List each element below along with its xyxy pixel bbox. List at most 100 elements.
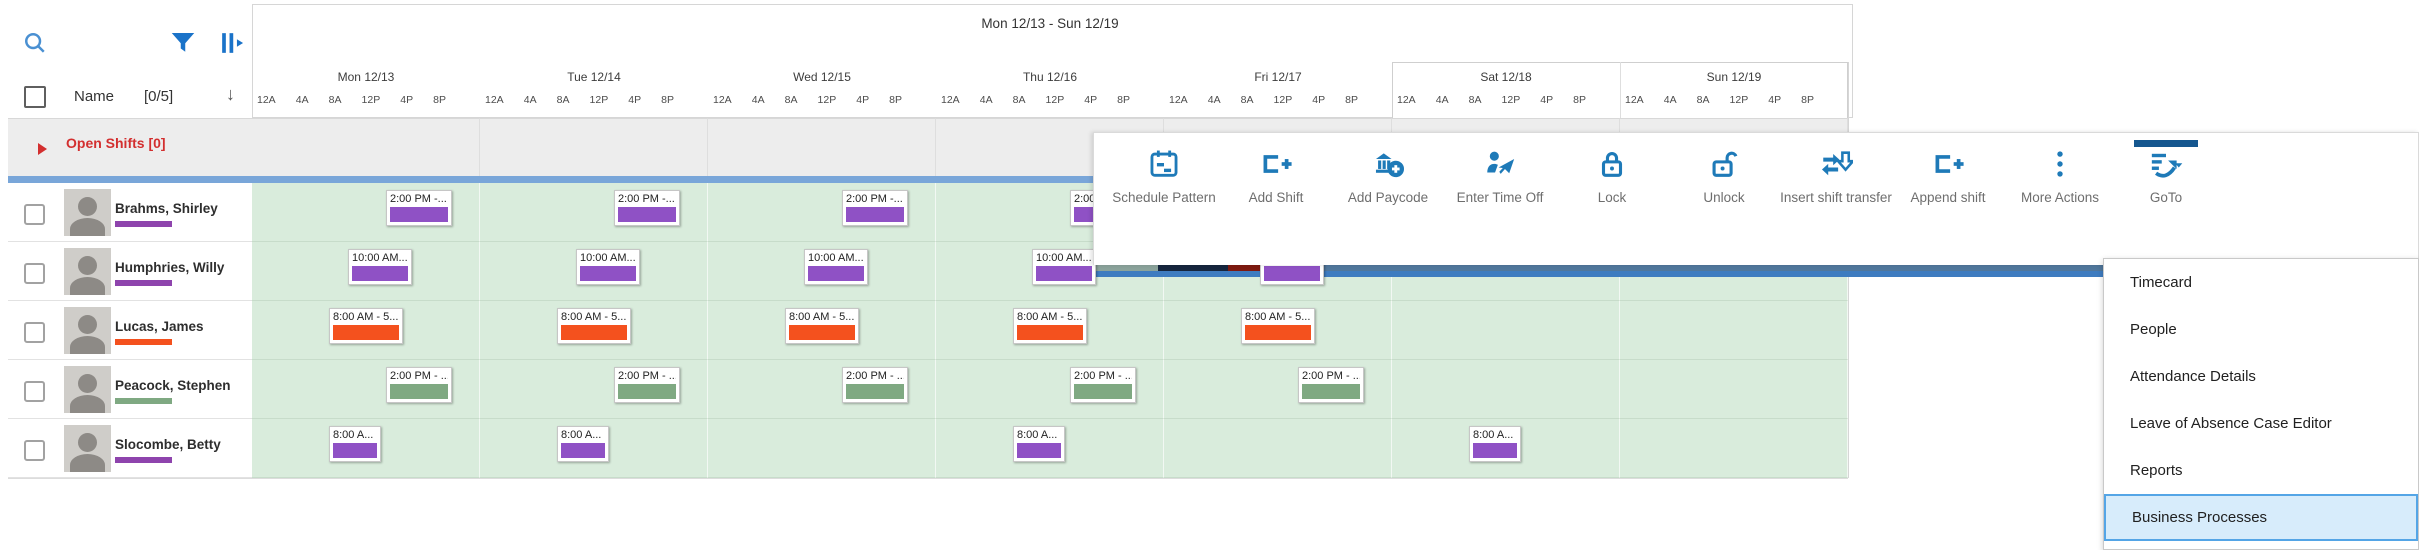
shift-chip[interactable]: 8:00 A...	[557, 426, 609, 462]
shift-chip[interactable]: 8:00 A...	[1469, 426, 1521, 462]
shift-chip[interactable]: 2:00 PM -...	[386, 190, 452, 226]
expand-columns-icon[interactable]	[216, 28, 248, 58]
schedule-cell[interactable]	[1620, 301, 1848, 360]
employee-checkbox[interactable]	[24, 204, 45, 225]
hour-tick-label: 8A	[328, 94, 342, 106]
shift-chip[interactable]: 2:00 PM - ...	[614, 367, 680, 403]
goto-menu-item-attendance-details[interactable]: Attendance Details	[2130, 368, 2256, 385]
employee-row-header[interactable]: Slocombe, Betty	[8, 419, 252, 478]
shift-time-label: 2:00 PM - ...	[390, 370, 448, 382]
schedule-cell[interactable]	[1392, 301, 1620, 360]
open-shifts-cell[interactable]	[480, 118, 708, 176]
employee-checkbox[interactable]	[24, 440, 45, 461]
shift-color-bar	[618, 384, 676, 399]
employee-row-header[interactable]: Brahms, Shirley	[8, 183, 252, 242]
sort-arrow-down-icon[interactable]: ↓	[226, 84, 235, 104]
toolbar-button-goto[interactable]: GoTo	[2116, 133, 2216, 206]
employee-row-header[interactable]: Peacock, Stephen	[8, 360, 252, 419]
shift-chip[interactable]: 2:00 PM - ...	[1298, 367, 1364, 403]
shift-chip[interactable]: 2:00 PM - ...	[1070, 367, 1136, 403]
shift-chip[interactable]: 2:00 PM - ...	[842, 367, 908, 403]
schedule-cell[interactable]	[708, 419, 936, 478]
hour-tick-label: 12A	[1169, 94, 1188, 106]
shift-time-label: 2:00 PM - ...	[1302, 370, 1360, 382]
shift-time-label: 8:00 AM - 5...	[333, 311, 399, 323]
schedule-cell[interactable]	[1164, 419, 1392, 478]
shift-color-bar	[1017, 325, 1083, 340]
expand-triangle-icon[interactable]	[38, 143, 47, 155]
toolbar-button-unlock[interactable]: Unlock	[1668, 133, 1780, 206]
hour-tick-label: 4P	[856, 94, 870, 106]
schedule-cell[interactable]	[1620, 360, 1848, 419]
employee-name[interactable]: Humphries, Willy	[115, 260, 225, 275]
shift-chip[interactable]: 10:00 AM...	[804, 249, 868, 285]
shift-chip[interactable]: 10:00 AM...	[1032, 249, 1096, 285]
schedule-cell[interactable]	[1620, 419, 1848, 478]
hour-tick-label: 4P	[400, 94, 414, 106]
shift-chip[interactable]: 8:00 AM - 5...	[329, 308, 403, 344]
employee-name[interactable]: Peacock, Stephen	[115, 378, 231, 393]
shift-chip[interactable]: 8:00 A...	[329, 426, 381, 462]
goto-menu-item-reports[interactable]: Reports	[2130, 462, 2183, 479]
hour-tick-label: 8P	[433, 94, 446, 106]
toolbar-button-add-paycode[interactable]: Add Paycode	[1332, 133, 1444, 206]
toolbar-button-label: Enter Time Off	[1456, 190, 1544, 205]
toolbar-button-enter-time-off[interactable]: Enter Time Off	[1444, 133, 1556, 206]
employee-avatar	[64, 425, 111, 472]
shift-time-label: 8:00 AM - 5...	[561, 311, 627, 323]
search-icon[interactable]	[20, 28, 50, 58]
employee-checkbox[interactable]	[24, 322, 45, 343]
frame-top-border	[8, 4, 1852, 5]
employee-row-header[interactable]: Lucas, James	[8, 301, 252, 360]
filter-icon[interactable]	[168, 28, 198, 58]
toolbar-button-more-actions[interactable]: More Actions	[2004, 133, 2116, 206]
open-shifts-cell[interactable]	[708, 118, 936, 176]
shift-chip[interactable]: 2:00 PM -...	[614, 190, 680, 226]
toolbar-button-schedule-pattern[interactable]: Schedule Pattern	[1108, 133, 1220, 206]
employee-name[interactable]: Brahms, Shirley	[115, 201, 218, 216]
hour-tick-label: 12P	[361, 94, 381, 106]
hour-tick-label: 8P	[889, 94, 902, 106]
shift-chip[interactable]: 2:00 PM -...	[842, 190, 908, 226]
shift-color-bar	[1017, 443, 1061, 458]
shift-color-bar	[1264, 266, 1320, 281]
toolbar-button-append-shift[interactable]: Append shift	[1892, 133, 2004, 206]
goto-menu-item-timecard[interactable]: Timecard	[2130, 274, 2192, 291]
employee-checkbox[interactable]	[24, 263, 45, 284]
more-actions-icon	[2043, 147, 2077, 181]
shift-time-label: 2:00 PM - ...	[1074, 370, 1132, 382]
shift-chip[interactable]: 10:00 AM...	[348, 249, 412, 285]
shift-chip[interactable]: 8:00 AM - 5...	[1013, 308, 1087, 344]
toolbar-button-insert-shift-transfer[interactable]: Insert shift transfer	[1780, 133, 1892, 206]
employee-checkbox[interactable]	[24, 381, 45, 402]
shift-chip[interactable]: 8:00 AM - 5...	[1241, 308, 1315, 344]
goto-menu-item-business-processes[interactable]: Business Processes	[2104, 494, 2418, 541]
shift-chip[interactable]: 2:00 PM - ...	[386, 367, 452, 403]
shift-color-bar	[333, 443, 377, 458]
hour-tick-label: 8P	[1573, 94, 1586, 106]
goto-menu-item-leave-of-absence-case-editor[interactable]: Leave of Absence Case Editor	[2130, 415, 2332, 432]
open-shifts-cell[interactable]	[252, 118, 480, 176]
shift-chip[interactable]: 8:00 AM - 5...	[785, 308, 859, 344]
shift-color-bar	[1074, 384, 1132, 399]
hour-tick-label: 12P	[589, 94, 609, 106]
goto-menu-item-people[interactable]: People	[2130, 321, 2177, 338]
toolbar-button-lock[interactable]: Lock	[1556, 133, 1668, 206]
shift-time-label: 8:00 A...	[1473, 429, 1514, 441]
open-shifts-row-header[interactable]: Open Shifts [0]	[8, 118, 252, 176]
shift-time-label: 8:00 A...	[333, 429, 374, 441]
hour-tick-label: 12P	[817, 94, 837, 106]
employee-name[interactable]: Slocombe, Betty	[115, 437, 221, 452]
toolbar-button-add-shift[interactable]: Add Shift	[1220, 133, 1332, 206]
select-all-checkbox[interactable]	[24, 86, 46, 108]
employee-row-header[interactable]: Humphries, Willy	[8, 242, 252, 301]
shift-chip[interactable]: 10:00 AM...	[576, 249, 640, 285]
employee-role-underline	[115, 457, 172, 463]
shift-chip[interactable]: 8:00 A...	[1013, 426, 1065, 462]
shift-chip[interactable]: 8:00 AM - 5...	[557, 308, 631, 344]
hour-tick-label: 12P	[1045, 94, 1065, 106]
schedule-cell[interactable]	[1392, 360, 1620, 419]
employee-name[interactable]: Lucas, James	[115, 319, 204, 334]
